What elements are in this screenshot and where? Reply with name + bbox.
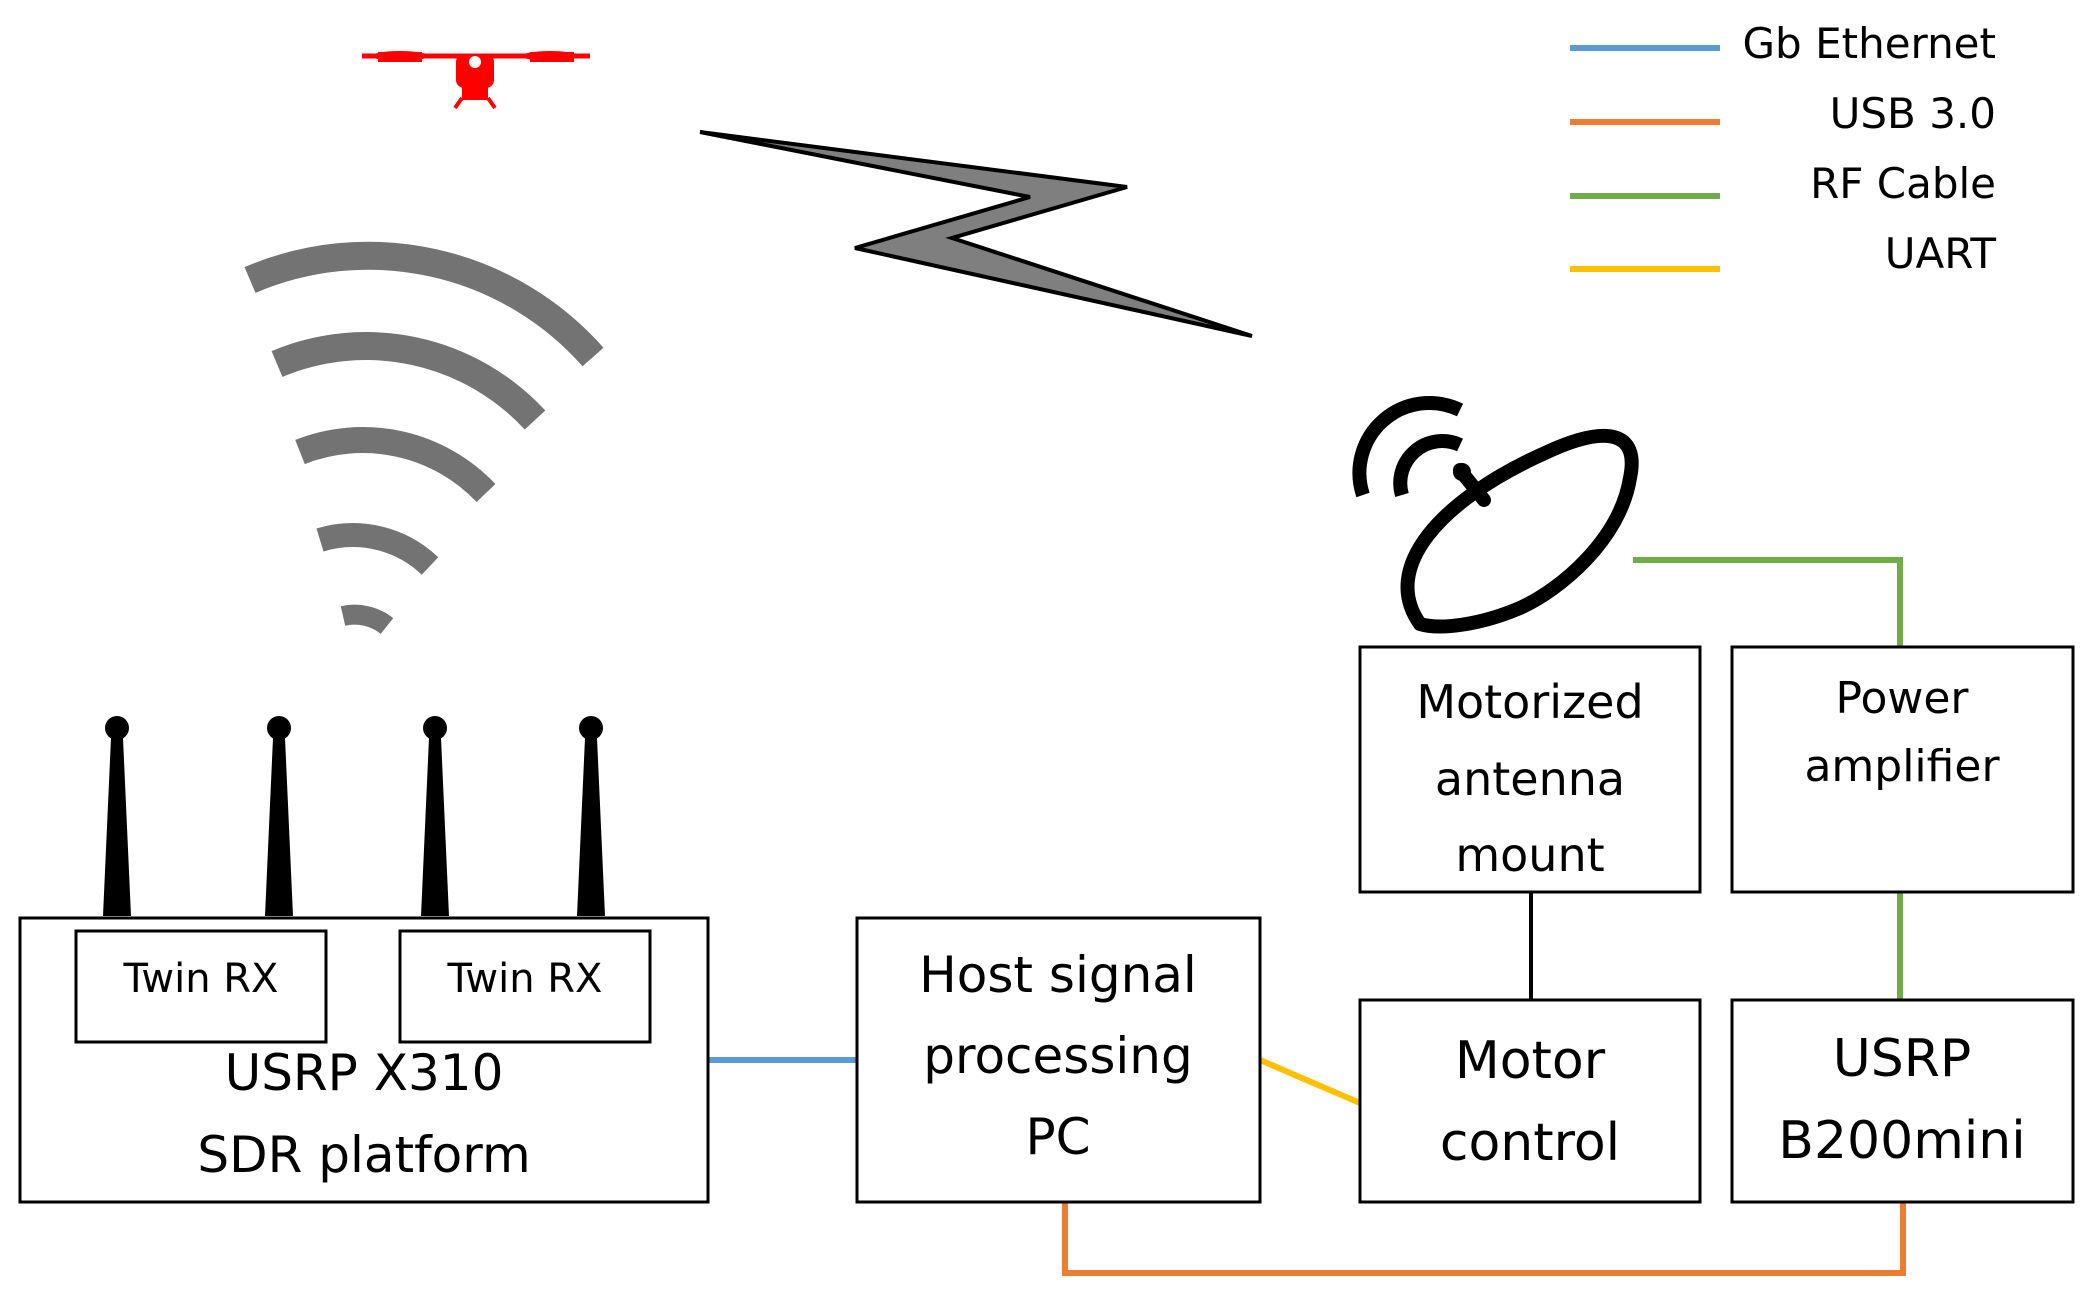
power-amplifier-label-line2: amplifier xyxy=(1804,741,2000,792)
motor-mount-label-line1: Motorized xyxy=(1416,675,1643,729)
motor-control-label-line1: Motor xyxy=(1455,1031,1606,1091)
usrp-x310-block: Twin RX Twin RX USRP X310 SDR platform xyxy=(18,916,710,1204)
satellite-dish-icon xyxy=(1352,396,1639,634)
legend-label-uart: UART xyxy=(1885,229,1997,278)
legend-label-usb: USB 3.0 xyxy=(1830,89,1996,138)
host-pc-label-line1: Host signal xyxy=(919,946,1197,1004)
legend-item-usb: USB 3.0 xyxy=(1570,89,1996,138)
drone-icon xyxy=(362,51,590,110)
motor-control-label-line2: control xyxy=(1440,1113,1620,1173)
legend-label-ethernet: Gb Ethernet xyxy=(1743,19,1996,68)
motor-mount-label-line2: antenna xyxy=(1435,752,1625,806)
legend-item-rf: RF Cable xyxy=(1570,159,1996,208)
usrp-b200-box xyxy=(1730,998,2075,1204)
host-pc-block: Host signal processing PC xyxy=(855,916,1262,1204)
usb-cable xyxy=(1062,1203,1906,1276)
lightning-link-icon xyxy=(699,130,1253,338)
host-pc-label-line2: processing xyxy=(923,1027,1192,1085)
motor-mount-box xyxy=(1358,645,1702,894)
twin-rx-module: Twin RX xyxy=(74,929,328,1044)
motor-control-box xyxy=(1358,998,1702,1204)
power-amplifier-box xyxy=(1730,645,2075,894)
host-pc-label-line3: PC xyxy=(1025,1108,1090,1166)
connections xyxy=(708,557,1906,1276)
wifi-signal-icon xyxy=(244,241,604,635)
motor-mount-label-line3: mount xyxy=(1455,828,1604,882)
usrp-b200-label-line2: B200mini xyxy=(1778,1111,2025,1171)
power-amplifier-label-line1: Power xyxy=(1835,673,1969,724)
twin-rx-module: Twin RX xyxy=(398,929,652,1044)
legend-label-rf: RF Cable xyxy=(1810,159,1996,208)
usrp-x310-label-line2: SDR platform xyxy=(197,1126,530,1184)
antenna-icon xyxy=(421,716,449,916)
legend-item-uart: UART xyxy=(1570,229,1996,278)
legend: Gb Ethernet USB 3.0 RF Cable UART xyxy=(1570,19,1996,278)
antenna-icon xyxy=(265,716,293,916)
rf-cable-dish-to-amplifier xyxy=(1633,557,1903,647)
usrp-b200-block: USRP B200mini xyxy=(1730,998,2075,1204)
twin-rx-label: Twin RX xyxy=(123,956,279,1002)
host-pc-box xyxy=(855,916,1262,1204)
antenna-icon xyxy=(577,716,605,916)
motor-control-block: Motor control xyxy=(1358,998,1702,1204)
legend-item-ethernet: Gb Ethernet xyxy=(1570,19,1996,68)
twin-rx-label: Twin RX xyxy=(447,956,603,1002)
usrp-b200-label-line1: USRP xyxy=(1833,1029,1972,1089)
motor-mount-block: Motorized antenna mount xyxy=(1358,645,1702,894)
usrp-x310-label-line1: USRP X310 xyxy=(225,1044,504,1102)
power-amplifier-block: Power amplifier xyxy=(1730,645,2075,894)
antenna-icon xyxy=(103,716,131,916)
antenna-group xyxy=(103,716,605,916)
uart-cable xyxy=(1258,1057,1362,1106)
